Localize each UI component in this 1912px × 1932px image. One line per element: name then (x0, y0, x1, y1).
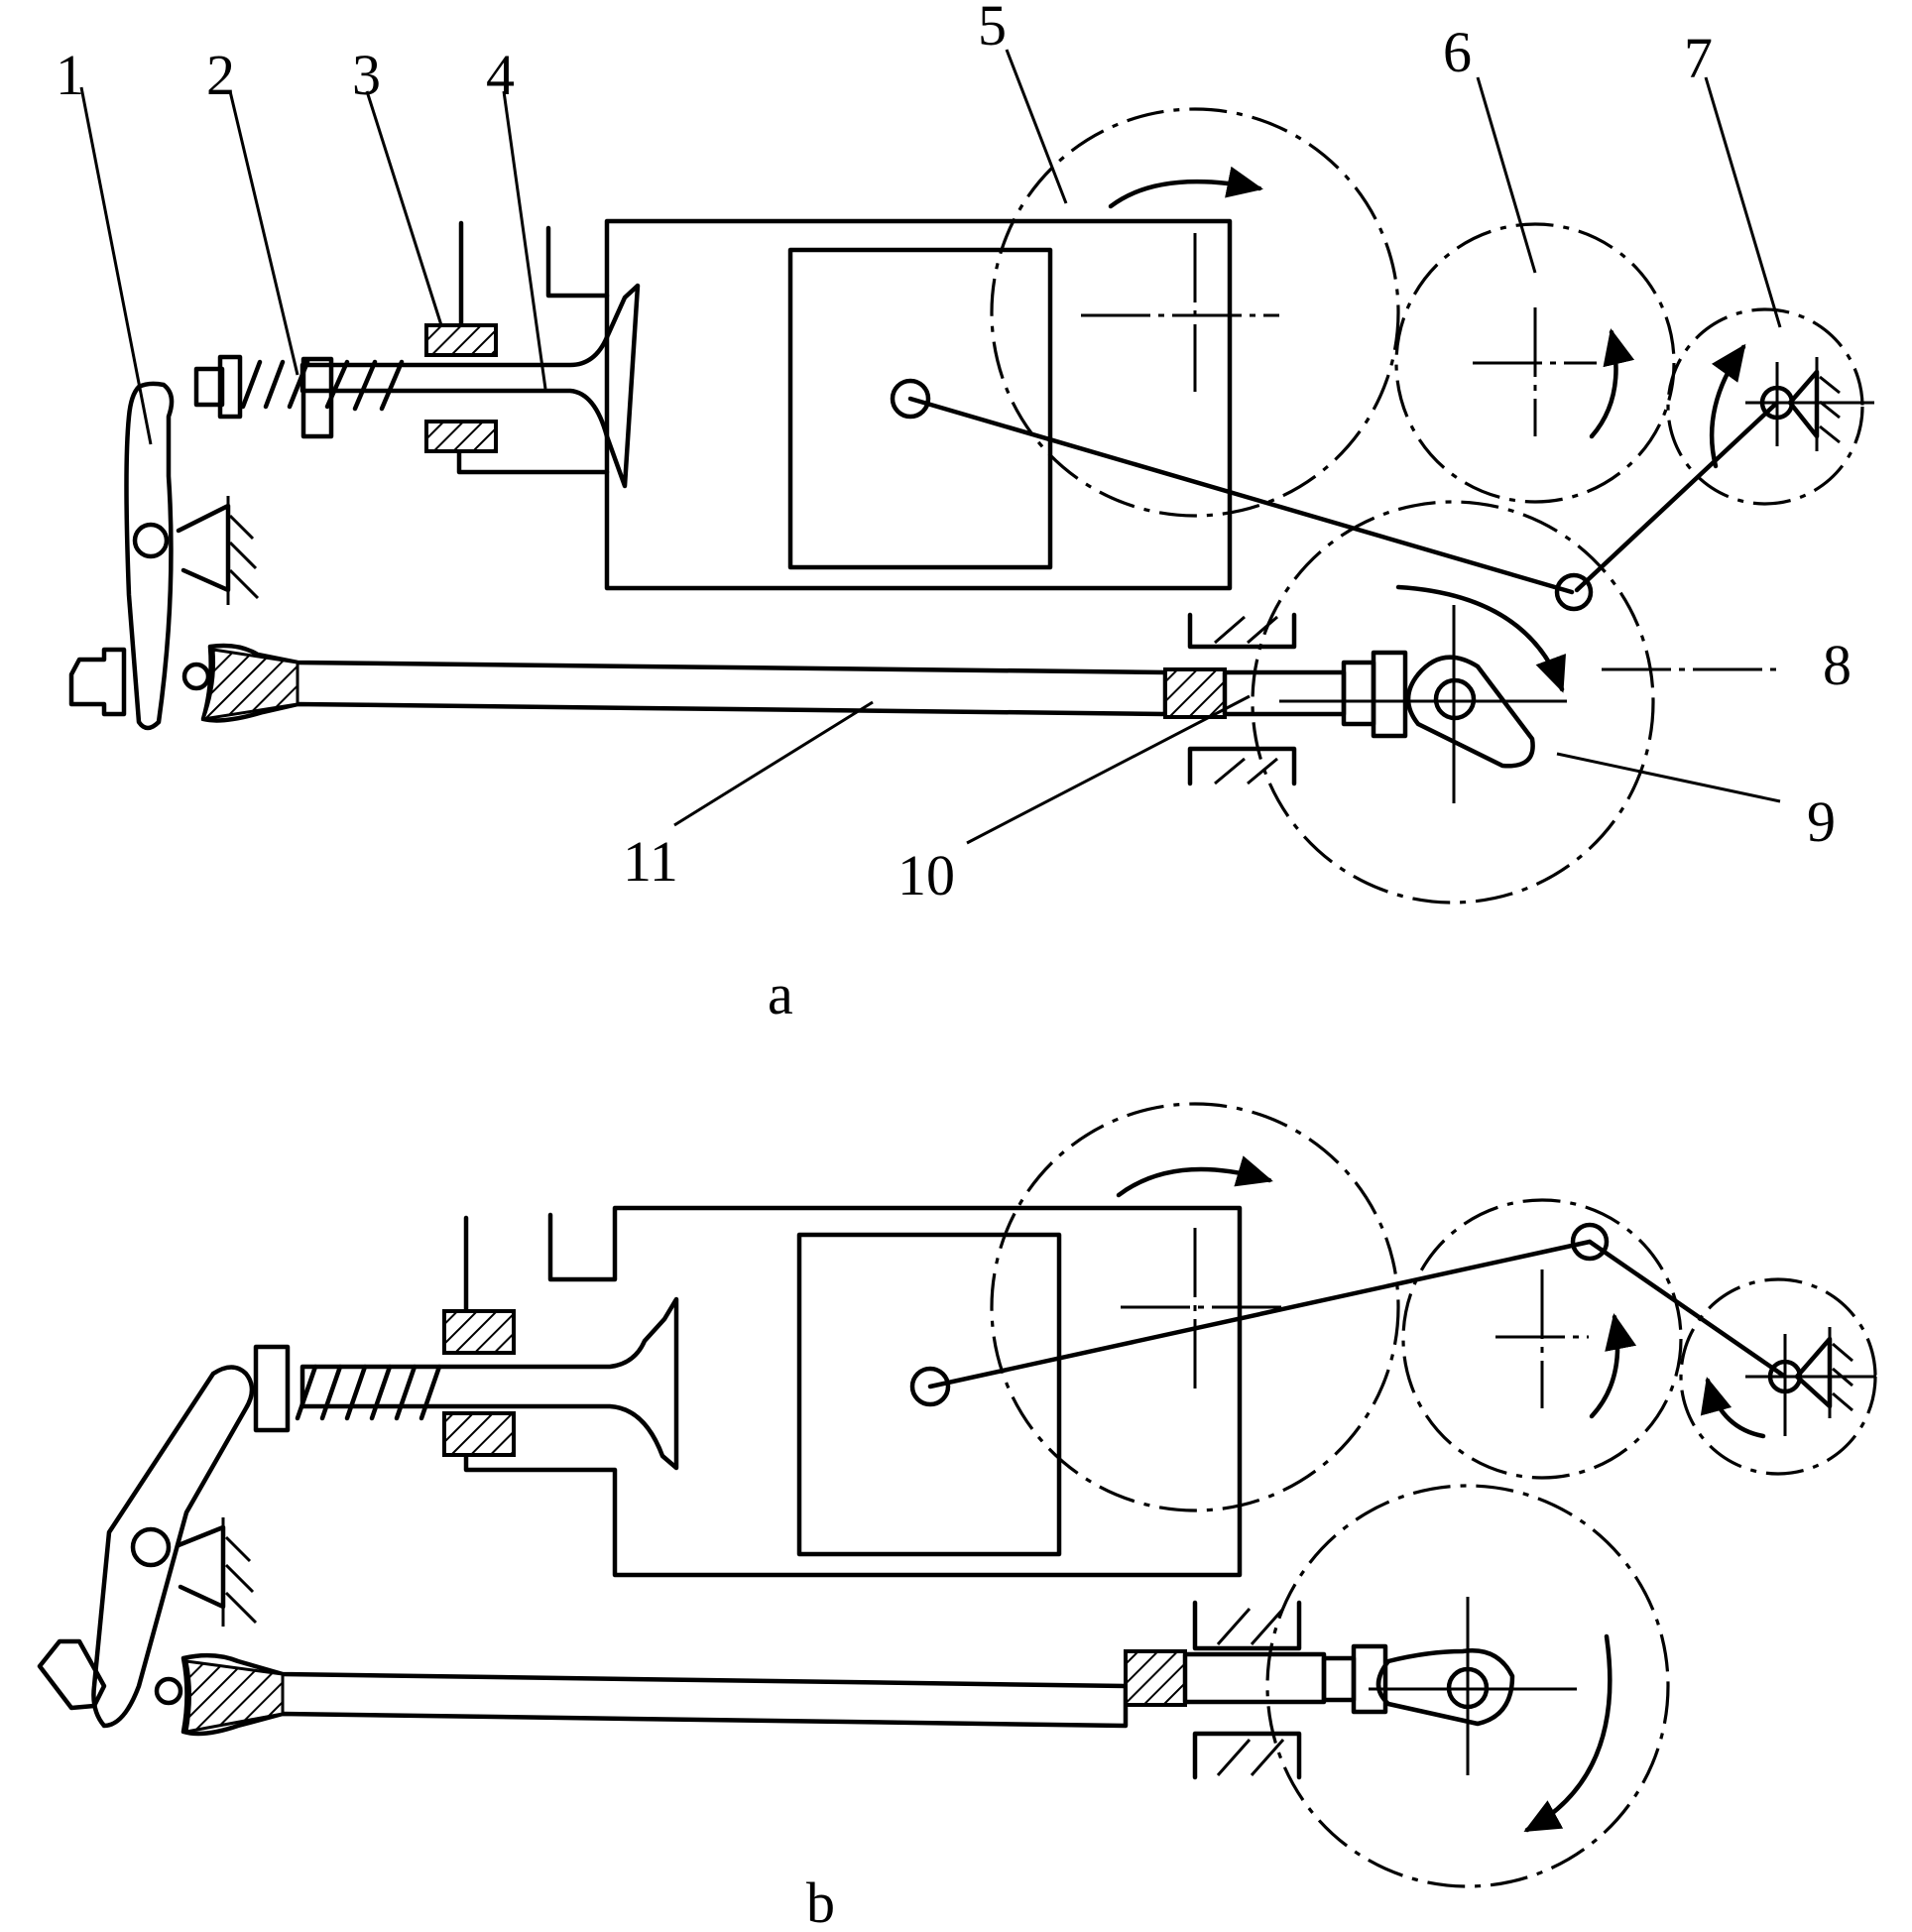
gear-7-rotation-arrow-b (1700, 1377, 1766, 1439)
label-6: 6 (1443, 20, 1472, 84)
spring-a (193, 354, 405, 439)
label-11: 11 (623, 829, 678, 894)
cam-a (1279, 605, 1567, 803)
label-3: 3 (352, 43, 381, 107)
gear-6-centre-a (1473, 307, 1597, 436)
valve-guide-b (442, 1215, 516, 1457)
label-5: 5 (978, 0, 1007, 58)
gear-7-a (1666, 307, 1864, 506)
rocker-lever-a (68, 381, 260, 731)
connecting-rods-a (890, 378, 1780, 612)
gear-5-rotation-arrow-b (1116, 1155, 1273, 1198)
gear-6-rotation-arrow-a (1589, 328, 1635, 439)
label-2: 2 (206, 43, 235, 107)
diagram-a: 1 2 3 4 5 6 7 8 9 10 11 a (56, 0, 1874, 1026)
gear-5-rotation-arrow-a (1108, 166, 1263, 209)
caption-a: a (768, 962, 793, 1026)
chamber-b (463, 1205, 1243, 1578)
valve-b (299, 1296, 679, 1471)
push-rod-b (180, 1652, 1129, 1737)
diagram-b: b (37, 1102, 1877, 1932)
label-1: 1 (56, 43, 84, 107)
gear-5-b (990, 1102, 1400, 1512)
gear-7-rotation-arrow-a (1709, 343, 1746, 469)
valve-guide-a (424, 220, 498, 453)
guide-bushing-a (1163, 612, 1408, 786)
rocker-lever-b (37, 1365, 258, 1729)
label-10: 10 (897, 843, 955, 907)
connecting-rods-b (909, 1222, 1788, 1407)
chamber-a (456, 218, 1233, 591)
leader-lines-a (79, 49, 1782, 845)
label-4: 4 (486, 43, 515, 107)
gear-8-rotation-arrow-a (1395, 584, 1566, 693)
gear-6-b (1401, 1198, 1683, 1480)
part-labels-a: 1 2 3 4 5 6 7 8 9 10 11 (56, 0, 1852, 907)
caption-b: b (806, 1871, 835, 1932)
gear-7-pivot-b (1745, 1327, 1876, 1436)
gear-8-a (1251, 500, 1655, 905)
label-9: 9 (1807, 789, 1836, 854)
gear-5-a (990, 107, 1400, 518)
gear-6-a (1394, 222, 1676, 504)
spring-b (253, 1344, 442, 1433)
label-7: 7 (1684, 26, 1713, 90)
gear-8-b (1265, 1484, 1670, 1888)
push-rod-a (200, 643, 1168, 723)
gear-5-centre-b (1121, 1228, 1284, 1389)
gear-6-centre-b (1495, 1269, 1589, 1408)
gear-5-centre-a (1081, 233, 1279, 392)
cam-b (1369, 1597, 1577, 1775)
valve-a (299, 283, 641, 489)
gear-6-rotation-arrow-b (1589, 1313, 1637, 1419)
guide-bushing-b (1124, 1600, 1388, 1780)
gear-8-rotation-arrow-b (1523, 1633, 1613, 1833)
label-8: 8 (1823, 633, 1852, 697)
